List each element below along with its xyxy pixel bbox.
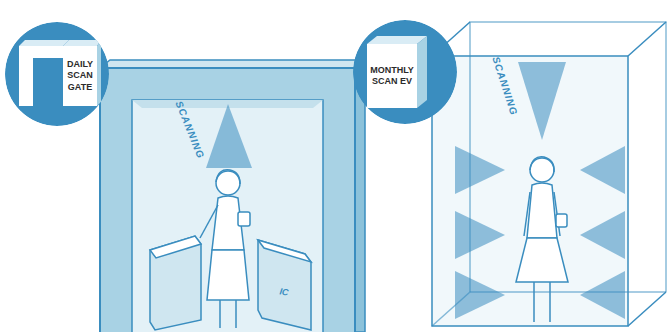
icon-side [417, 36, 427, 108]
card-reader-label: IC [279, 286, 289, 297]
person [200, 170, 250, 328]
person-bag [556, 214, 567, 227]
turnstile [150, 236, 311, 330]
elevator-edge [628, 22, 666, 56]
turnstile-top [258, 240, 311, 262]
icon-top [19, 40, 69, 46]
person-head [216, 171, 240, 195]
person-bag [238, 212, 250, 226]
turnstile-left [150, 236, 201, 330]
scanning-label: SCANNING [490, 55, 519, 117]
scan-cone [518, 62, 566, 140]
turnstile-top [150, 236, 201, 258]
gate-icon [19, 46, 63, 106]
scan-cone [580, 271, 625, 319]
scan-cone [580, 146, 625, 194]
person-hair [216, 170, 240, 184]
person-skirt [516, 238, 568, 282]
elevator-front [432, 56, 628, 326]
elevator-icon [367, 44, 417, 108]
person-leg [533, 282, 535, 322]
elevator-edge [628, 292, 666, 326]
gate-top [100, 60, 365, 68]
scan-cone [455, 271, 505, 319]
badge-shape [5, 22, 109, 126]
scan-cone [206, 104, 252, 168]
scan-elevator [432, 22, 666, 326]
scan-cone [580, 211, 625, 259]
scan-cone [455, 146, 505, 194]
icon-top [63, 40, 101, 46]
person-leg [219, 300, 221, 328]
person-arm [200, 205, 218, 238]
person-leg [235, 300, 237, 328]
badge-label: DAILY SCAN GATE [63, 59, 97, 93]
scan-badge: DAILY SCAN GATE [5, 22, 109, 126]
person-head [530, 158, 554, 182]
badge-circle [353, 20, 457, 124]
scan-badge: MONTHLY SCAN EV [353, 20, 457, 124]
scan-cone [455, 211, 505, 259]
gate-opening [132, 100, 323, 332]
person-hair [530, 157, 554, 172]
turnstile-right [258, 240, 311, 330]
badge-label: MONTHLY SCAN EV [367, 65, 417, 88]
elevator-back [470, 22, 666, 292]
gate-pillar-icon [63, 46, 97, 106]
person [516, 157, 568, 322]
badge-circle [5, 22, 109, 126]
scanning-label: SCANNING [173, 100, 206, 161]
person-skirt [207, 250, 249, 300]
icon-top [367, 36, 427, 44]
icon-side [97, 40, 101, 106]
scan-gate [100, 60, 365, 332]
person-body [527, 183, 557, 238]
person-leg [549, 282, 551, 322]
scan-cones [455, 62, 625, 319]
person-arm [524, 192, 530, 236]
